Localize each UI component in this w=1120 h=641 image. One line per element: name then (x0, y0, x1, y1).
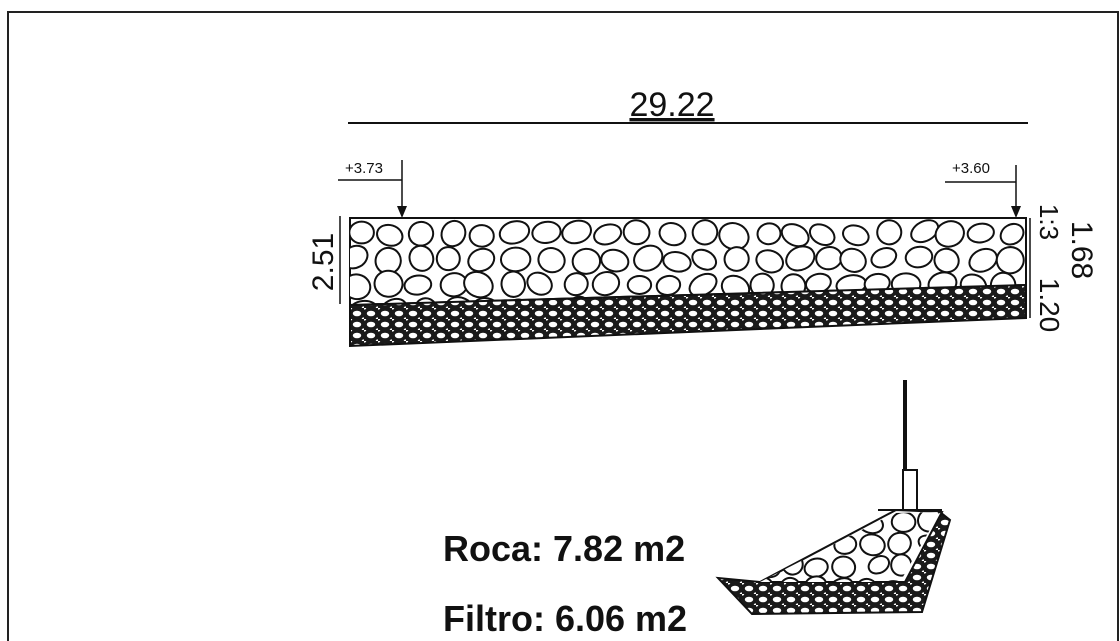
rock-stone (688, 272, 718, 298)
rock-stone (966, 222, 995, 244)
height-right-inner-label: 1.20 (1034, 278, 1065, 333)
sheet-border (7, 11, 1119, 641)
rock-stone (859, 533, 886, 557)
rock-stone (440, 219, 467, 248)
rock-stone (876, 219, 903, 246)
rock-stone (772, 530, 798, 554)
level-marker-right: +3.60 (945, 160, 1021, 218)
rock-stone (811, 512, 834, 533)
rock-stone (593, 223, 623, 246)
rock-stone (890, 512, 917, 533)
rock-stone (626, 274, 653, 295)
rock-stone (842, 224, 870, 247)
rock-stone (870, 247, 898, 269)
rock-stone (803, 575, 828, 582)
rock-stone (782, 512, 807, 534)
rock-stone (828, 577, 854, 582)
rock-stone (499, 246, 532, 273)
rock-stone (350, 220, 375, 245)
rock-stone (500, 270, 526, 298)
rock-stone (755, 249, 784, 274)
rock-stone (571, 247, 602, 275)
height-left-label: 2.51 (307, 233, 340, 291)
height-right-dimensions: 1:3 1.20 1.68 (1029, 204, 1098, 333)
rock-stone (934, 220, 965, 248)
rock-stone (408, 244, 435, 272)
filtro-area-label: Filtro: 6.06 m2 (443, 598, 687, 639)
height-right-label: 1.68 (1065, 221, 1098, 279)
rock-stone (498, 220, 531, 245)
rock-stone (350, 273, 372, 301)
height-left-dimension: 2.51 (307, 216, 341, 304)
rock-stone (658, 222, 687, 247)
rock-stone (780, 223, 810, 248)
rock-stone (600, 248, 630, 273)
rock-stone (561, 219, 592, 245)
rock-stone (831, 555, 857, 579)
rock-stone (633, 244, 664, 272)
rock-stone (463, 270, 494, 299)
roca-area-label: Roca: 7.82 m2 (443, 528, 685, 569)
rock-stone (933, 247, 960, 274)
rock-stone (718, 222, 750, 251)
rock-stone (563, 272, 589, 297)
filter-layer (349, 283, 1027, 348)
rock-stone (910, 219, 940, 244)
rock-stone (403, 274, 433, 296)
rock-stone (778, 576, 802, 582)
rock-stone (968, 247, 998, 273)
rock-stone (591, 271, 621, 297)
rock-stone (887, 531, 912, 556)
rock-stone (537, 247, 566, 274)
rock-stone (526, 271, 553, 296)
rock-stone (435, 246, 461, 272)
rock-stone (691, 219, 719, 246)
rock-stone (468, 224, 495, 248)
rock-stone (760, 514, 783, 534)
rock-stone (999, 222, 1025, 246)
rock-stone (808, 223, 836, 247)
rock-stone (854, 577, 879, 582)
rock-stone (723, 246, 750, 272)
rock-stone (373, 269, 404, 298)
rock-stone (839, 247, 867, 273)
rock-stone (467, 247, 496, 273)
rock-stone (376, 223, 404, 247)
rock-stone (785, 245, 816, 272)
level-left-label: +3.73 (345, 160, 383, 177)
level-marker-left: +3.73 (338, 160, 407, 218)
total-width-label: 29.22 (629, 86, 714, 124)
rock-stone (995, 246, 1025, 275)
small-section-detail (715, 380, 952, 616)
rock-stone (867, 555, 891, 575)
level-right-label: +3.60 (952, 160, 990, 177)
rock-stone (350, 244, 369, 270)
rock-stone (350, 299, 379, 305)
rock-stone (691, 248, 718, 271)
rock-stone (407, 220, 435, 247)
rock-stone (531, 220, 562, 244)
rock-stone (622, 219, 651, 246)
rock-stone (904, 245, 934, 269)
rock-stone (760, 532, 776, 555)
slope-label: 1:3 (1034, 204, 1064, 240)
rock-layer (349, 217, 1027, 307)
rock-stone (756, 222, 782, 246)
rock-stone (882, 580, 908, 582)
rock-stone (839, 512, 863, 530)
total-width-dimension: 29.22 (348, 86, 1028, 124)
rock-stone (662, 251, 692, 273)
